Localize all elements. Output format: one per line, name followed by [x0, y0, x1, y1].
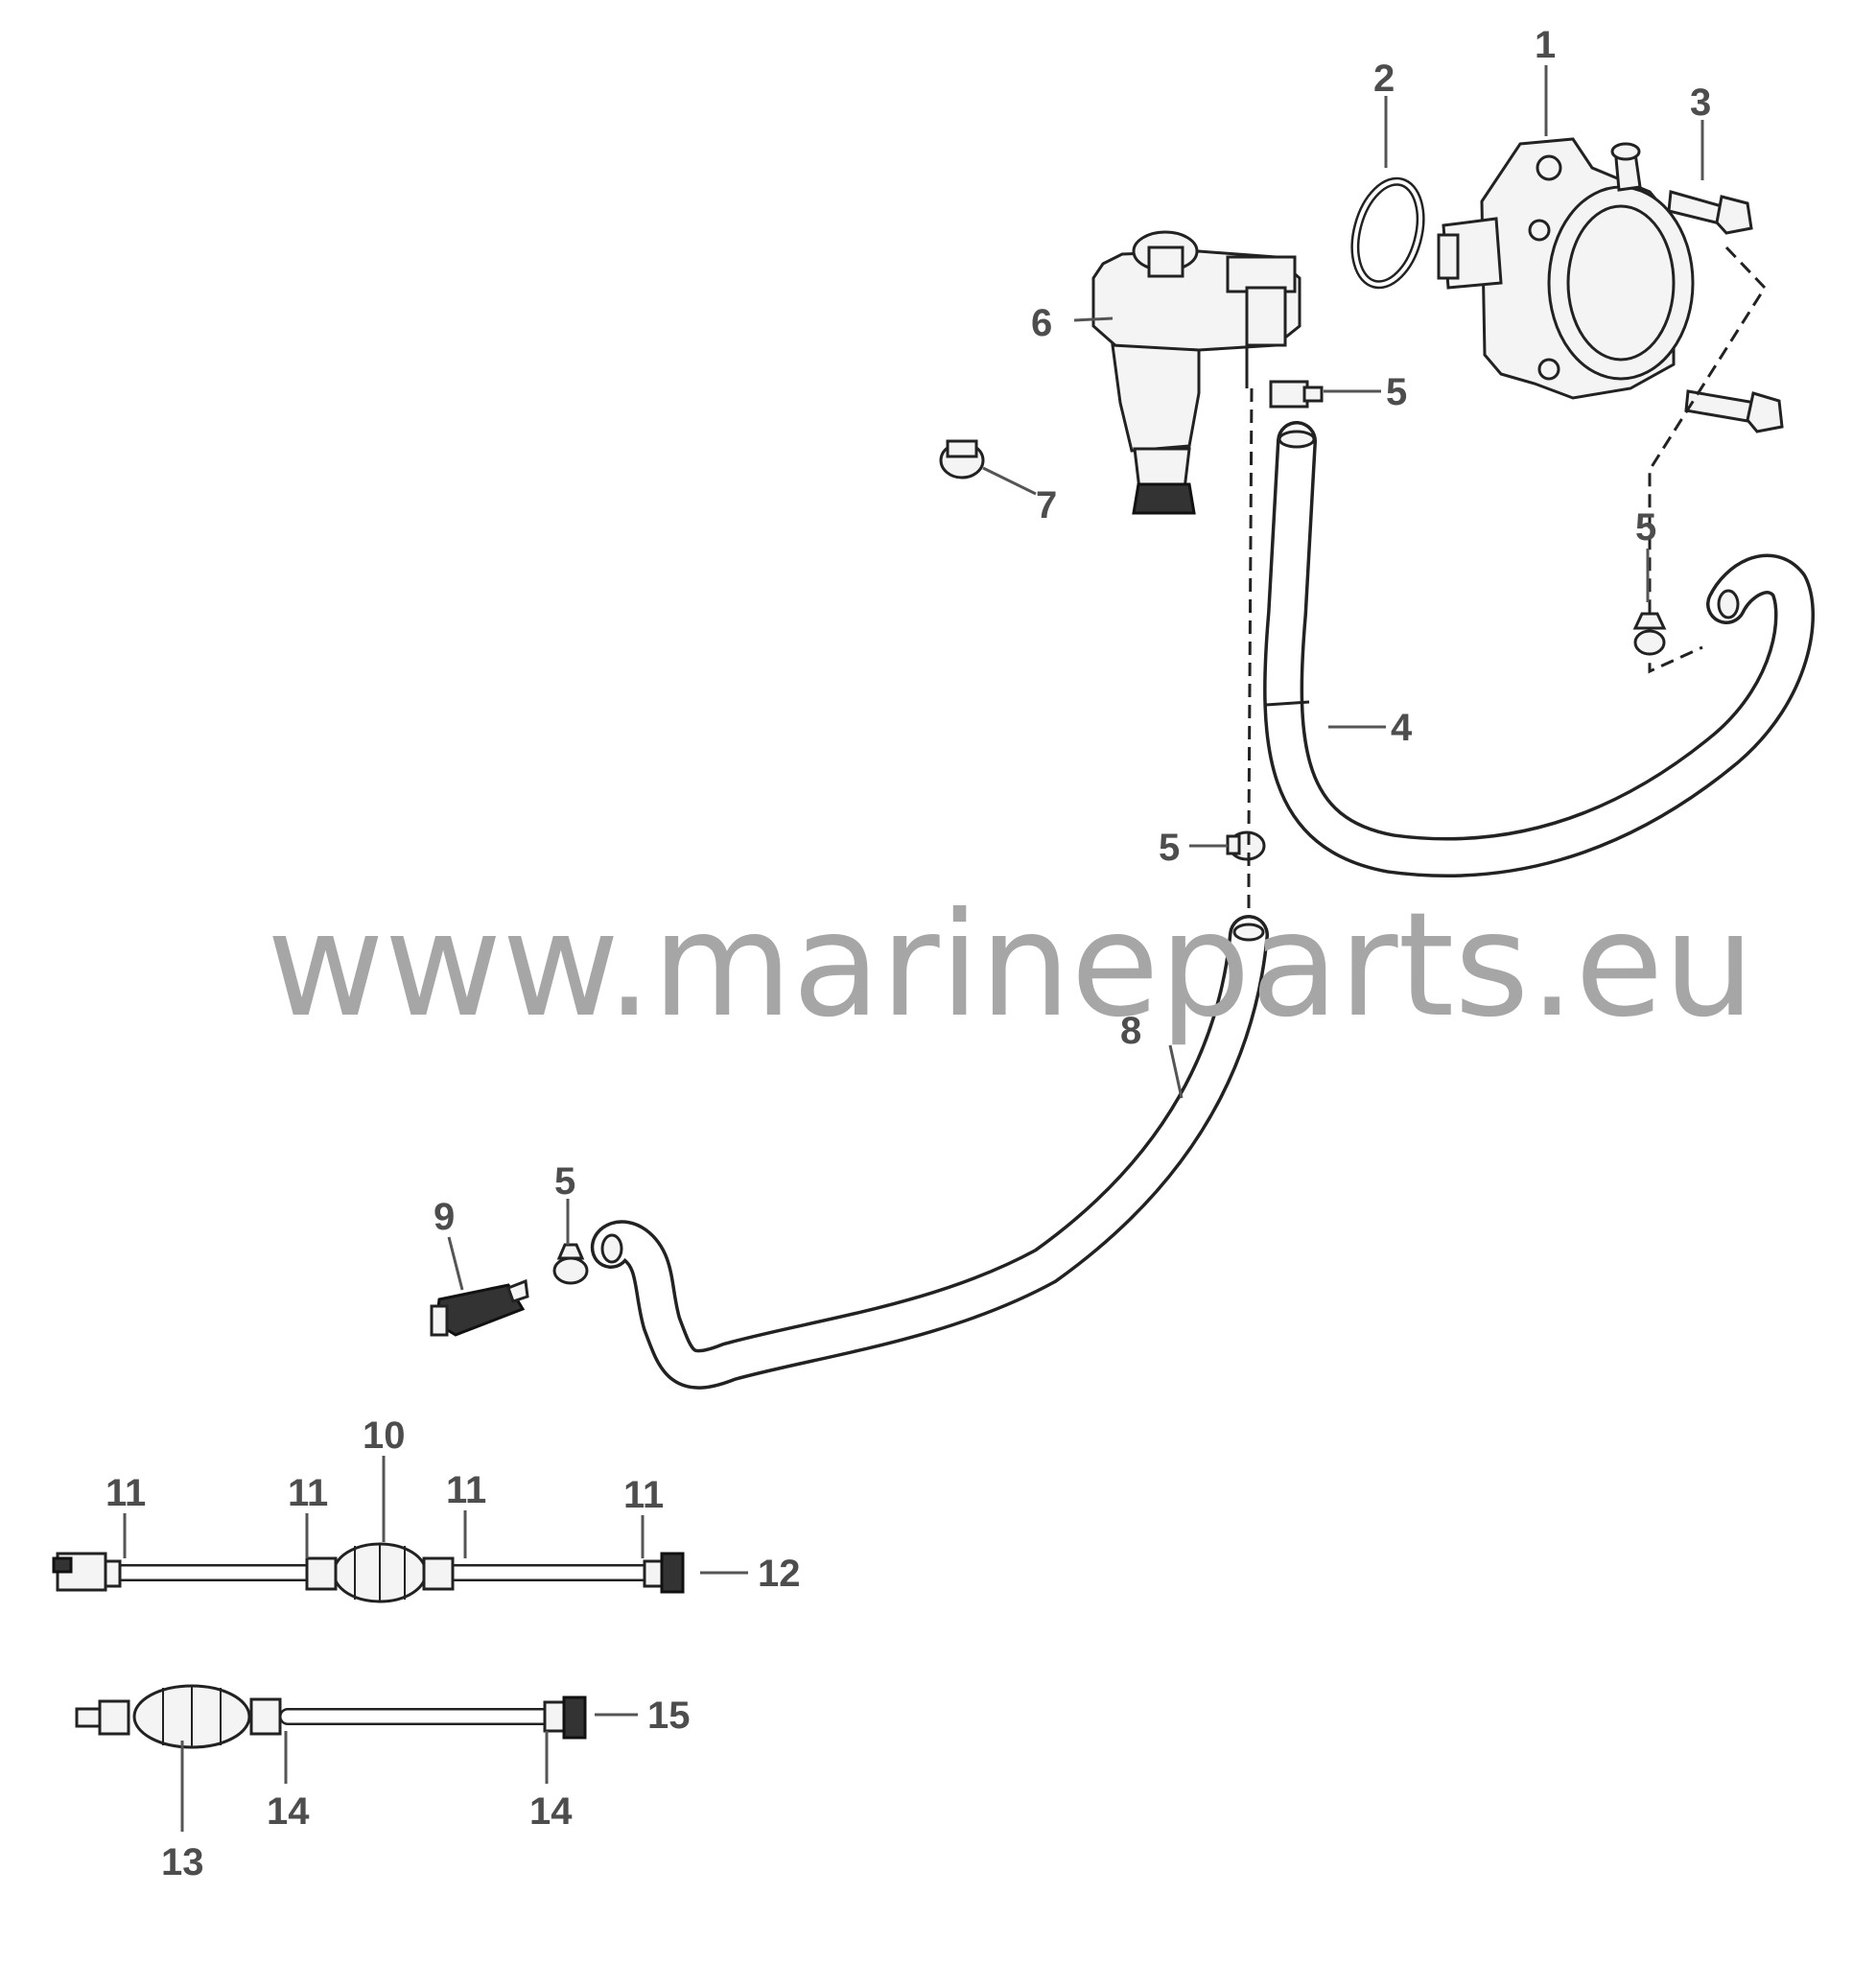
clamp-top: [1269, 380, 1324, 409]
callout-5-right: 5: [1635, 506, 1656, 549]
part-1-pump[interactable]: [1437, 137, 1695, 400]
clamp-right: [1632, 612, 1667, 656]
callout-14-a: 14: [267, 1790, 310, 1833]
watermark: www.marineparts.eu: [267, 882, 1755, 1049]
left-connector: [52, 1552, 122, 1592]
callout-14-b: 14: [529, 1790, 573, 1833]
callout-9: 9: [434, 1196, 455, 1238]
callout-11-d: 11: [623, 1474, 664, 1516]
part-5-clamps[interactable]: [552, 380, 1667, 1285]
callout-7: 7: [1036, 484, 1057, 526]
callout-2: 2: [1373, 58, 1395, 100]
part-3-bolts[interactable]: [1648, 190, 1784, 674]
clamp-middle: [1226, 830, 1266, 861]
part-8-hose[interactable]: [590, 915, 1269, 1390]
callout-3: 3: [1690, 82, 1711, 124]
callout-5-lower: 5: [554, 1160, 575, 1203]
assembly-dash-line: [1247, 387, 1254, 930]
part-7-plug[interactable]: [939, 439, 985, 479]
callout-5-top: 5: [1386, 371, 1407, 413]
callout-13: 13: [161, 1841, 204, 1883]
part-10-primer-line[interactable]: [52, 1542, 685, 1603]
part-13-primer-bulb[interactable]: [75, 1684, 587, 1749]
callout-1: 1: [1535, 24, 1556, 66]
callout-8: 8: [1120, 1010, 1141, 1052]
callout-labels: 1 2 3 4 5 5 5 5 6 7 8 9 10 11 11 11 11 1…: [106, 24, 1711, 1883]
callout-11-b: 11: [288, 1472, 328, 1514]
leader-lines: [123, 65, 1704, 1832]
callout-11-c: 11: [446, 1469, 486, 1511]
part-6-filter[interactable]: [1091, 230, 1301, 515]
part-9-fitting[interactable]: [430, 1278, 529, 1337]
callout-10: 10: [363, 1415, 406, 1457]
clamp-lower: [552, 1243, 589, 1285]
part-2-o-ring[interactable]: [1345, 175, 1431, 292]
callout-12: 12: [758, 1553, 801, 1595]
callout-15: 15: [647, 1695, 691, 1737]
callout-6: 6: [1031, 302, 1052, 344]
callout-11-a: 11: [106, 1472, 146, 1514]
callout-5-middle: 5: [1159, 827, 1180, 869]
part-4-hose[interactable]: [1263, 421, 1815, 877]
callout-4: 4: [1391, 707, 1413, 749]
